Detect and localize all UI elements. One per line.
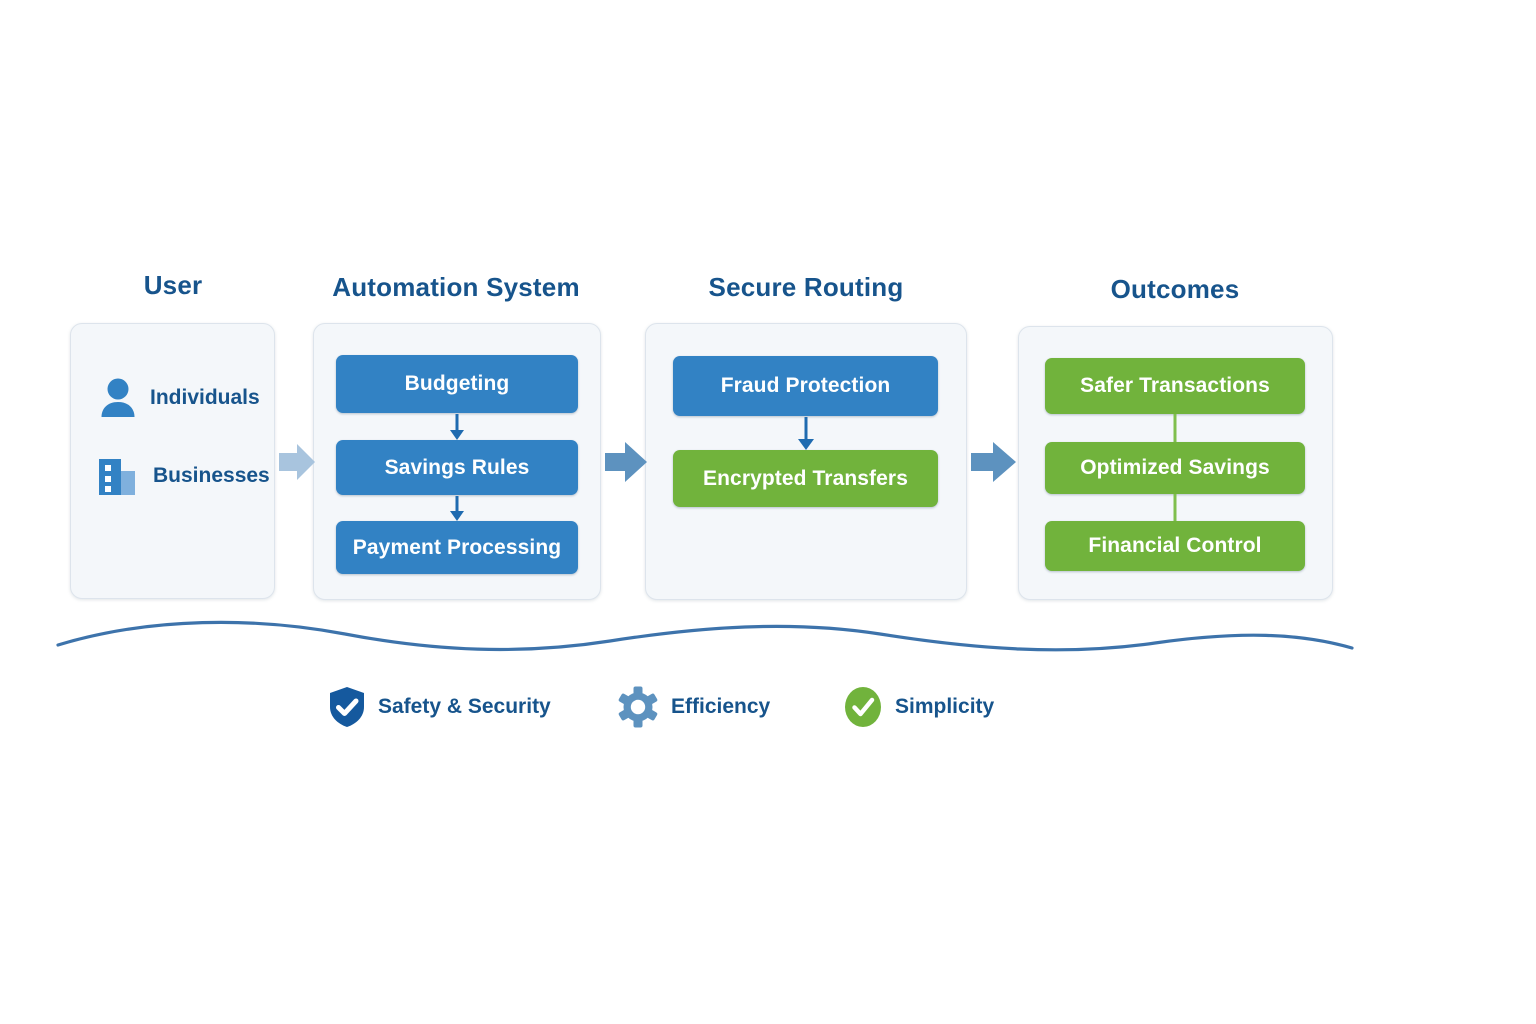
person-icon bbox=[100, 377, 136, 419]
shield-check-icon bbox=[328, 686, 366, 728]
legend-label: Safety & Security bbox=[378, 695, 551, 718]
legend-item-simplicity: Simplicity bbox=[843, 686, 994, 728]
building-icon bbox=[97, 455, 139, 497]
flow-arrow-secure-routing-to-outcomes bbox=[971, 442, 1016, 482]
user-item-label: Individuals bbox=[150, 386, 260, 409]
legend-label: Efficiency bbox=[671, 695, 771, 718]
legend-item-efficiency: Efficiency bbox=[617, 686, 770, 728]
node-encrypted-transfers[interactable]: Encrypted Transfers bbox=[673, 450, 938, 507]
check-circle-icon bbox=[843, 686, 883, 728]
column-title-outcomes: Outcomes bbox=[1110, 274, 1240, 304]
node-safer-transactions[interactable]: Safer Transactions bbox=[1045, 358, 1305, 414]
user-item-businesses: Businesses bbox=[97, 455, 270, 497]
node-financial-control[interactable]: Financial Control bbox=[1045, 521, 1305, 571]
wave-divider bbox=[56, 620, 1354, 652]
user-item-label: Businesses bbox=[153, 464, 270, 487]
node-savings-rules[interactable]: Savings Rules bbox=[336, 440, 578, 495]
node-optimized-savings[interactable]: Optimized Savings bbox=[1045, 442, 1305, 494]
flow-arrow-automation-to-secure-routing bbox=[605, 442, 647, 482]
flow-arrow-user-to-automation bbox=[279, 444, 315, 480]
legend-item-safety-security: Safety & Security bbox=[328, 686, 551, 728]
column-title-user: User bbox=[143, 270, 203, 300]
node-payment-processing[interactable]: Payment Processing bbox=[336, 521, 578, 574]
node-budgeting[interactable]: Budgeting bbox=[336, 355, 578, 413]
gear-icon bbox=[617, 686, 659, 728]
column-title-automation-system: Automation System bbox=[332, 272, 580, 302]
user-item-individuals: Individuals bbox=[100, 377, 260, 419]
node-fraud-protection[interactable]: Fraud Protection bbox=[673, 356, 938, 416]
column-title-secure-routing: Secure Routing bbox=[708, 272, 904, 302]
legend-label: Simplicity bbox=[895, 695, 995, 718]
